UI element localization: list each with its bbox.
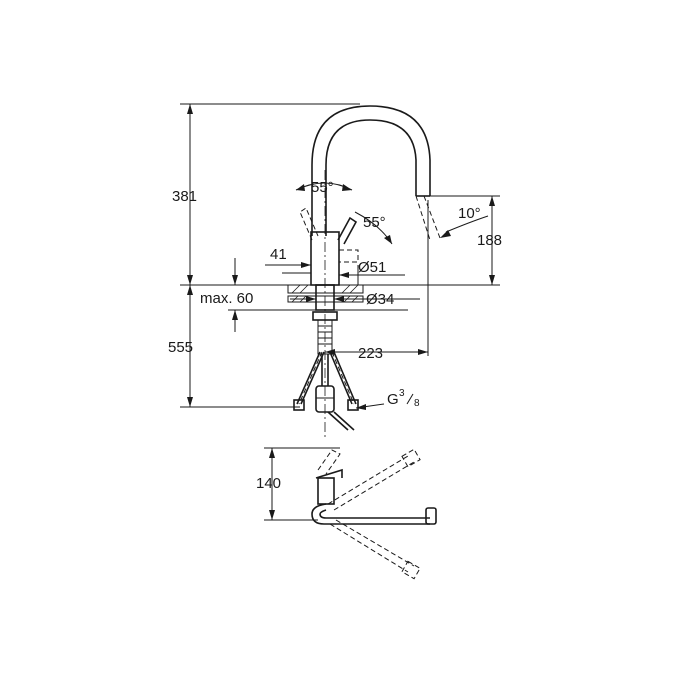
thread-callout xyxy=(355,403,385,410)
dimension-dia34 xyxy=(290,296,420,302)
top-view: 140 xyxy=(256,447,437,580)
pullout-hose xyxy=(315,354,355,431)
dimension-140 xyxy=(269,448,275,520)
thread-g-label: G xyxy=(387,391,399,408)
dim-dia51-label: Ø51 xyxy=(358,259,386,276)
top-lever xyxy=(315,468,343,479)
dimension-223 xyxy=(325,200,429,356)
top-spout-straight xyxy=(311,503,437,525)
dim-angle-spray-label: 10° xyxy=(458,205,481,222)
dim-angle-lever-label: 55° xyxy=(363,214,386,231)
top-body xyxy=(317,477,335,505)
dim-223-label: 223 xyxy=(358,345,383,362)
spout xyxy=(311,105,441,241)
thread-fraction-slash xyxy=(406,393,414,405)
dimension-381 xyxy=(187,104,193,285)
dim-555-label: 555 xyxy=(168,339,193,356)
dim-140-label: 140 xyxy=(256,475,281,492)
dimension-41 xyxy=(265,250,312,275)
thread-numerator: 3 xyxy=(399,388,405,399)
dim-angle-handle-label: 55° xyxy=(311,179,334,196)
dim-41-label: 41 xyxy=(270,246,287,263)
thread-denominator: 8 xyxy=(414,398,420,409)
dim-188-label: 188 xyxy=(477,232,502,249)
top-lever-dashed xyxy=(317,449,341,475)
worktop-section xyxy=(287,284,364,311)
dimension-555 xyxy=(187,285,193,407)
dim-max60-label: max. 60 xyxy=(200,290,253,307)
supply-hoses xyxy=(293,351,359,411)
dim-dia34-label: Ø34 xyxy=(366,291,394,308)
side-view: 381 555 max. 60 xyxy=(168,103,502,440)
shank xyxy=(312,311,338,355)
dimension-188 xyxy=(428,195,500,285)
dimension-max60 xyxy=(232,258,238,332)
top-spout-swung xyxy=(327,448,421,580)
dim-381-label: 381 xyxy=(172,188,197,205)
dimension-dia51 xyxy=(339,265,405,285)
spray-angle-arc xyxy=(445,215,489,233)
